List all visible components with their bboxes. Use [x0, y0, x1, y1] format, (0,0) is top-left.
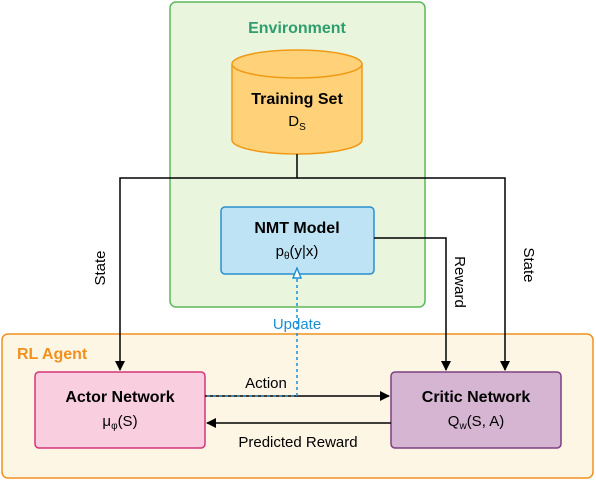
nmt-model-title: NMT Model: [254, 220, 339, 237]
critic-network-box: [390, 371, 562, 449]
training-set-cylinder: Training Set DS: [231, 49, 363, 155]
state-edge-right: [297, 177, 510, 371]
environment-title: Environment: [248, 20, 346, 37]
training-set-title: Training Set: [251, 91, 343, 108]
action-label: Action: [245, 375, 287, 392]
actor-network-title: Actor Network: [65, 389, 174, 406]
update-edge: [207, 277, 297, 397]
critic-network-title: Critic Network: [422, 389, 531, 406]
predicted-reward-label: Predicted Reward: [238, 434, 357, 451]
state-label-right: State: [520, 247, 537, 282]
reward-edge: [374, 237, 451, 371]
state-edge-left: [115, 154, 298, 371]
state-label-left: State: [92, 250, 109, 285]
reward-label: Reward: [451, 256, 468, 308]
training-set-label: DS: [288, 113, 306, 133]
actor-network-label: μφ(S): [102, 413, 137, 432]
nmt-model-box: [220, 206, 375, 275]
actor-network-box: [34, 371, 206, 449]
critic-network-label: Qw(S, A): [448, 413, 504, 432]
rl-agent-title: RL Agent: [17, 346, 88, 363]
update-label: Update: [273, 316, 321, 333]
nmt-model-label: pθ(y|x): [276, 243, 319, 262]
